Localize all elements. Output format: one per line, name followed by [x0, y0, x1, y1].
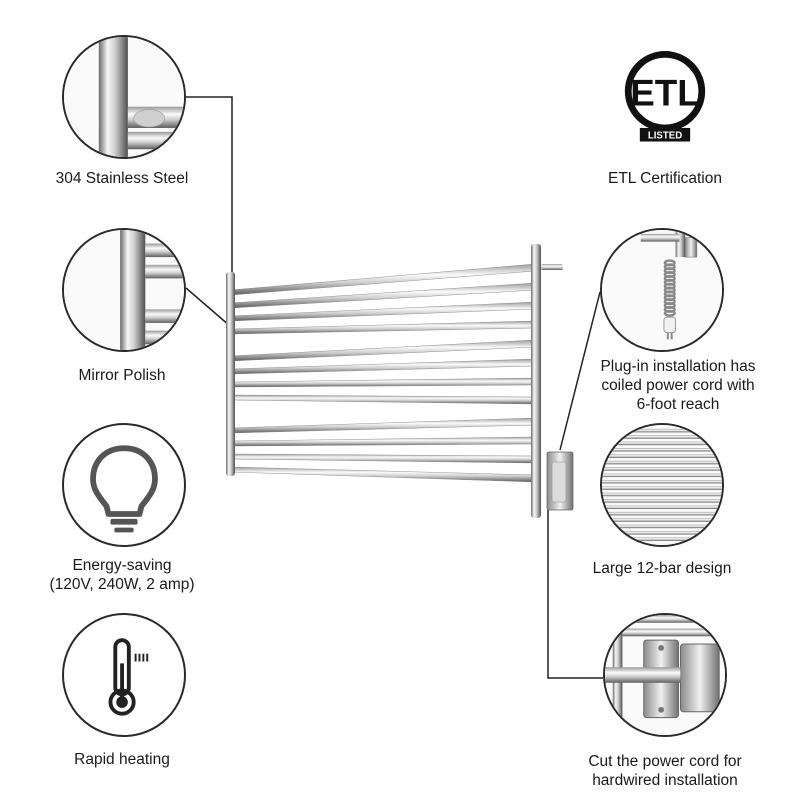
rack-bar: [230, 417, 536, 434]
closeup-bar: [602, 473, 722, 478]
hardwire-caption-line2: hardwired installation: [592, 772, 738, 789]
closeup-bar: [602, 511, 722, 516]
polished-bar-closeup-icon: [62, 228, 186, 352]
rack-bar: [230, 466, 536, 483]
closeup-bar: [602, 454, 722, 458]
rack-right-post: [531, 244, 541, 518]
rapid-heating-caption: Rapid heating: [74, 751, 170, 768]
rack-bar: [230, 339, 536, 362]
steel-caption: 304 Stainless Steel: [55, 170, 189, 187]
closeup-bar: [602, 537, 722, 541]
connector-line-polish: [185, 287, 231, 327]
plug-in-caption: Plug-in installation has coiled power co…: [560, 357, 796, 414]
closeup-bar: [602, 448, 722, 452]
energy-caption: Energy-saving (120V, 240W, 2 amp): [20, 556, 224, 594]
hardwire-bracket-closeup-icon: [603, 613, 727, 737]
rack-bar: [230, 377, 536, 388]
etl-caption: ETL Certification: [608, 170, 722, 187]
plug-in-caption-line2: coiled power cord with: [601, 377, 755, 394]
cord-coil: [663, 309, 676, 317]
energy-spec-line: (120V, 240W, 2 amp): [49, 576, 195, 593]
closeup-bar: [602, 486, 722, 490]
rack-bar: [230, 453, 536, 464]
large-bar-caption: Large 12-bar design: [592, 560, 732, 577]
closeup-bar: [602, 518, 722, 522]
closeup-bar: [602, 467, 722, 471]
light-bulb-icon: [62, 423, 186, 547]
closeup-bar: [602, 499, 722, 503]
thermometer-icon: [62, 613, 186, 737]
closeup-bar: [602, 505, 722, 509]
etl-logo-text: ETL: [630, 73, 699, 114]
steel-tube-closeup-icon: [62, 35, 186, 159]
rack-bar: [230, 320, 536, 335]
hardwire-caption: Cut the power cord for hardwired install…: [563, 752, 767, 790]
twelve-bar-closeup-icon: [600, 423, 724, 547]
connector-line-plug: [559, 291, 601, 451]
connector-line-steel: [186, 96, 233, 290]
closeup-bar: [602, 428, 722, 433]
rack-bar: [230, 436, 536, 447]
connector-line-hardwire: [547, 505, 603, 679]
etl-listed-logo: ETL LISTED: [603, 35, 727, 159]
closeup-bar: [602, 492, 722, 497]
plug-in-caption-line3: 6-foot reach: [636, 396, 720, 413]
rack-top-cap: [541, 264, 563, 270]
plug-in-caption-line1: Plug-in installation has: [600, 358, 756, 375]
coiled-power-cord-icon: [600, 228, 724, 352]
etl-listed-text: LISTED: [648, 131, 682, 142]
closeup-bar: [602, 479, 722, 484]
rack-bar: [230, 394, 536, 405]
rack-left-post: [226, 272, 235, 476]
rack-bar: [230, 358, 536, 375]
energy-caption-line: Energy-saving: [72, 557, 172, 574]
rack-bars: [230, 263, 536, 483]
closeup-bar: [602, 524, 722, 529]
closeup-bar: [602, 435, 722, 439]
closeup-bar: [602, 441, 722, 446]
closeup-bar: [602, 460, 722, 465]
polish-caption: Mirror Polish: [78, 367, 166, 384]
hardwire-caption-line1: Cut the power cord for: [588, 753, 742, 770]
closeup-bar: [602, 531, 722, 535]
